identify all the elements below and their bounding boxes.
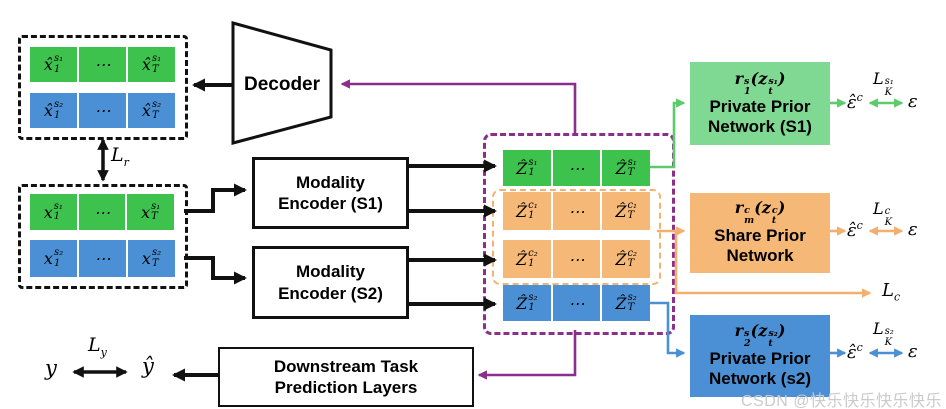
matrix-cell-dots: ⋯ (79, 240, 126, 277)
prior1-line1: Private Prior (709, 96, 811, 116)
eps-hat-c-label: ε̂c (847, 219, 863, 241)
decoder-trapezoid (231, 21, 333, 145)
modality-encoder-s1-box: Modality Encoder (S1) (252, 157, 409, 229)
encoder-s1-line2: Encoder (S1) (278, 194, 383, 213)
matrix-cell-dots: ⋯ (552, 240, 601, 278)
prior2-line1: Share Prior (714, 226, 806, 246)
prediction-loss-label: Ly (88, 334, 107, 359)
matrix-cell-dots: ⋯ (79, 47, 126, 82)
lc-loss-label: Lc (882, 280, 901, 304)
encoder-s2-line1: Modality (296, 262, 365, 282)
downstream-line1: Downstream Task (273, 356, 419, 376)
arrow-xs1-to-encoder1 (184, 183, 247, 213)
matrix-cell-dots: ⋯ (78, 194, 126, 230)
modality-encoder-s2-box: Modality Encoder (S2) (252, 246, 409, 319)
matrix-cell-dots: ⋯ (79, 93, 126, 128)
encoder-s2-line2: Encoder (S2) (278, 283, 383, 303)
recon-loss-label: Lr (111, 144, 129, 169)
csdn-watermark: CSDN @快乐快乐快乐快乐 (740, 393, 942, 409)
eps-c-label: ε (908, 219, 918, 240)
arrow-latent-to-decoder (340, 79, 577, 133)
downstream-task-box: Downstream Task Prediction Layers (218, 347, 474, 407)
encoder-s1-line1: Modality (296, 172, 365, 192)
wire-zs2-to-prior2 (650, 301, 686, 358)
decoder-label: Decoder (243, 74, 321, 95)
latent-matrix-box (483, 133, 675, 335)
matrix-cell-dots: ⋯ (552, 150, 601, 186)
shared-latent-box (492, 189, 661, 285)
downstream-line2: Prediction Layers (274, 378, 418, 397)
wire-to-lc-loss (674, 231, 872, 298)
eps-s2-label: ε (908, 341, 918, 362)
arrow-latent-to-downstream (477, 330, 577, 380)
wire-zs1-to-prior1 (650, 98, 686, 169)
eps-hat-s1-label: ε̂c (847, 91, 863, 113)
y-true-label: y (45, 356, 57, 380)
arrow-xs2-to-encoder2 (184, 256, 247, 285)
input-matrix-box (18, 184, 188, 289)
prior1-line2: Network (S1) (708, 116, 812, 136)
prior3-line2: Network (s2) (708, 369, 812, 389)
eps-s1-label: ε (908, 91, 918, 112)
matrix-cell-dots: ⋯ (552, 192, 601, 230)
prior2-line2: Network (726, 246, 794, 266)
matrix-cell-dots: ⋯ (552, 285, 601, 321)
eps-hat-s2-label: ε̂c (847, 341, 863, 363)
y-hat-label: ŷ (142, 354, 154, 378)
prior3-line1: Private Prior (709, 349, 811, 369)
